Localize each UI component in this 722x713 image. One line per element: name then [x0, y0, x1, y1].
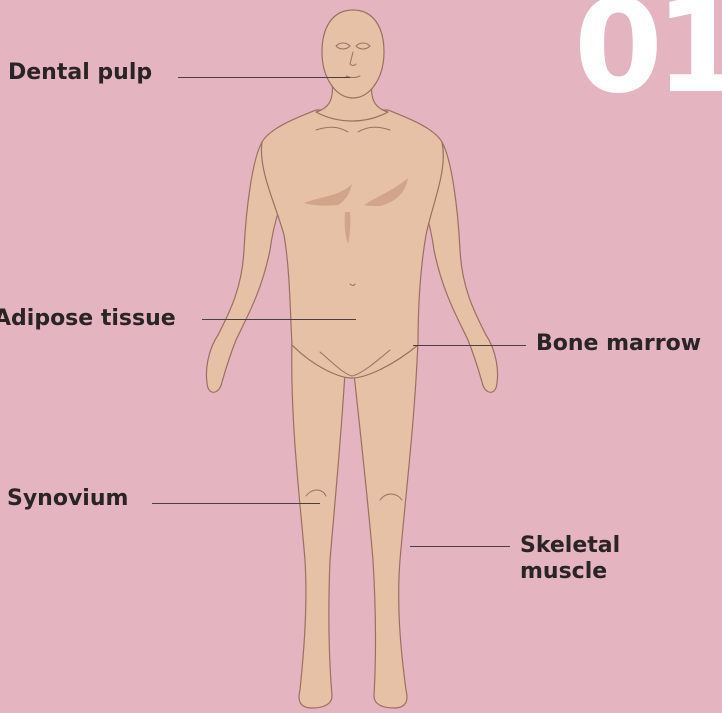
right-leg — [352, 340, 418, 708]
dental-pulp-leader — [178, 77, 350, 78]
label-skeletal-muscle-line2: muscle — [520, 559, 620, 585]
label-synovium: Synovium — [7, 486, 128, 512]
label-skeletal-muscle-line1: Skeletal — [520, 533, 620, 559]
label-adipose-tissue: Adipose tissue — [0, 306, 176, 332]
bone-marrow-leader — [413, 345, 526, 346]
synovium-leader — [152, 503, 320, 504]
label-bone-marrow: Bone marrow — [536, 331, 701, 357]
label-skeletal-muscle: Skeletal muscle — [520, 533, 620, 586]
torso — [261, 110, 443, 378]
skeletal-muscle-leader — [410, 546, 510, 547]
left-leg — [292, 340, 346, 708]
label-dental-pulp: Dental pulp — [8, 60, 152, 86]
adipose-tissue-leader — [202, 319, 356, 320]
